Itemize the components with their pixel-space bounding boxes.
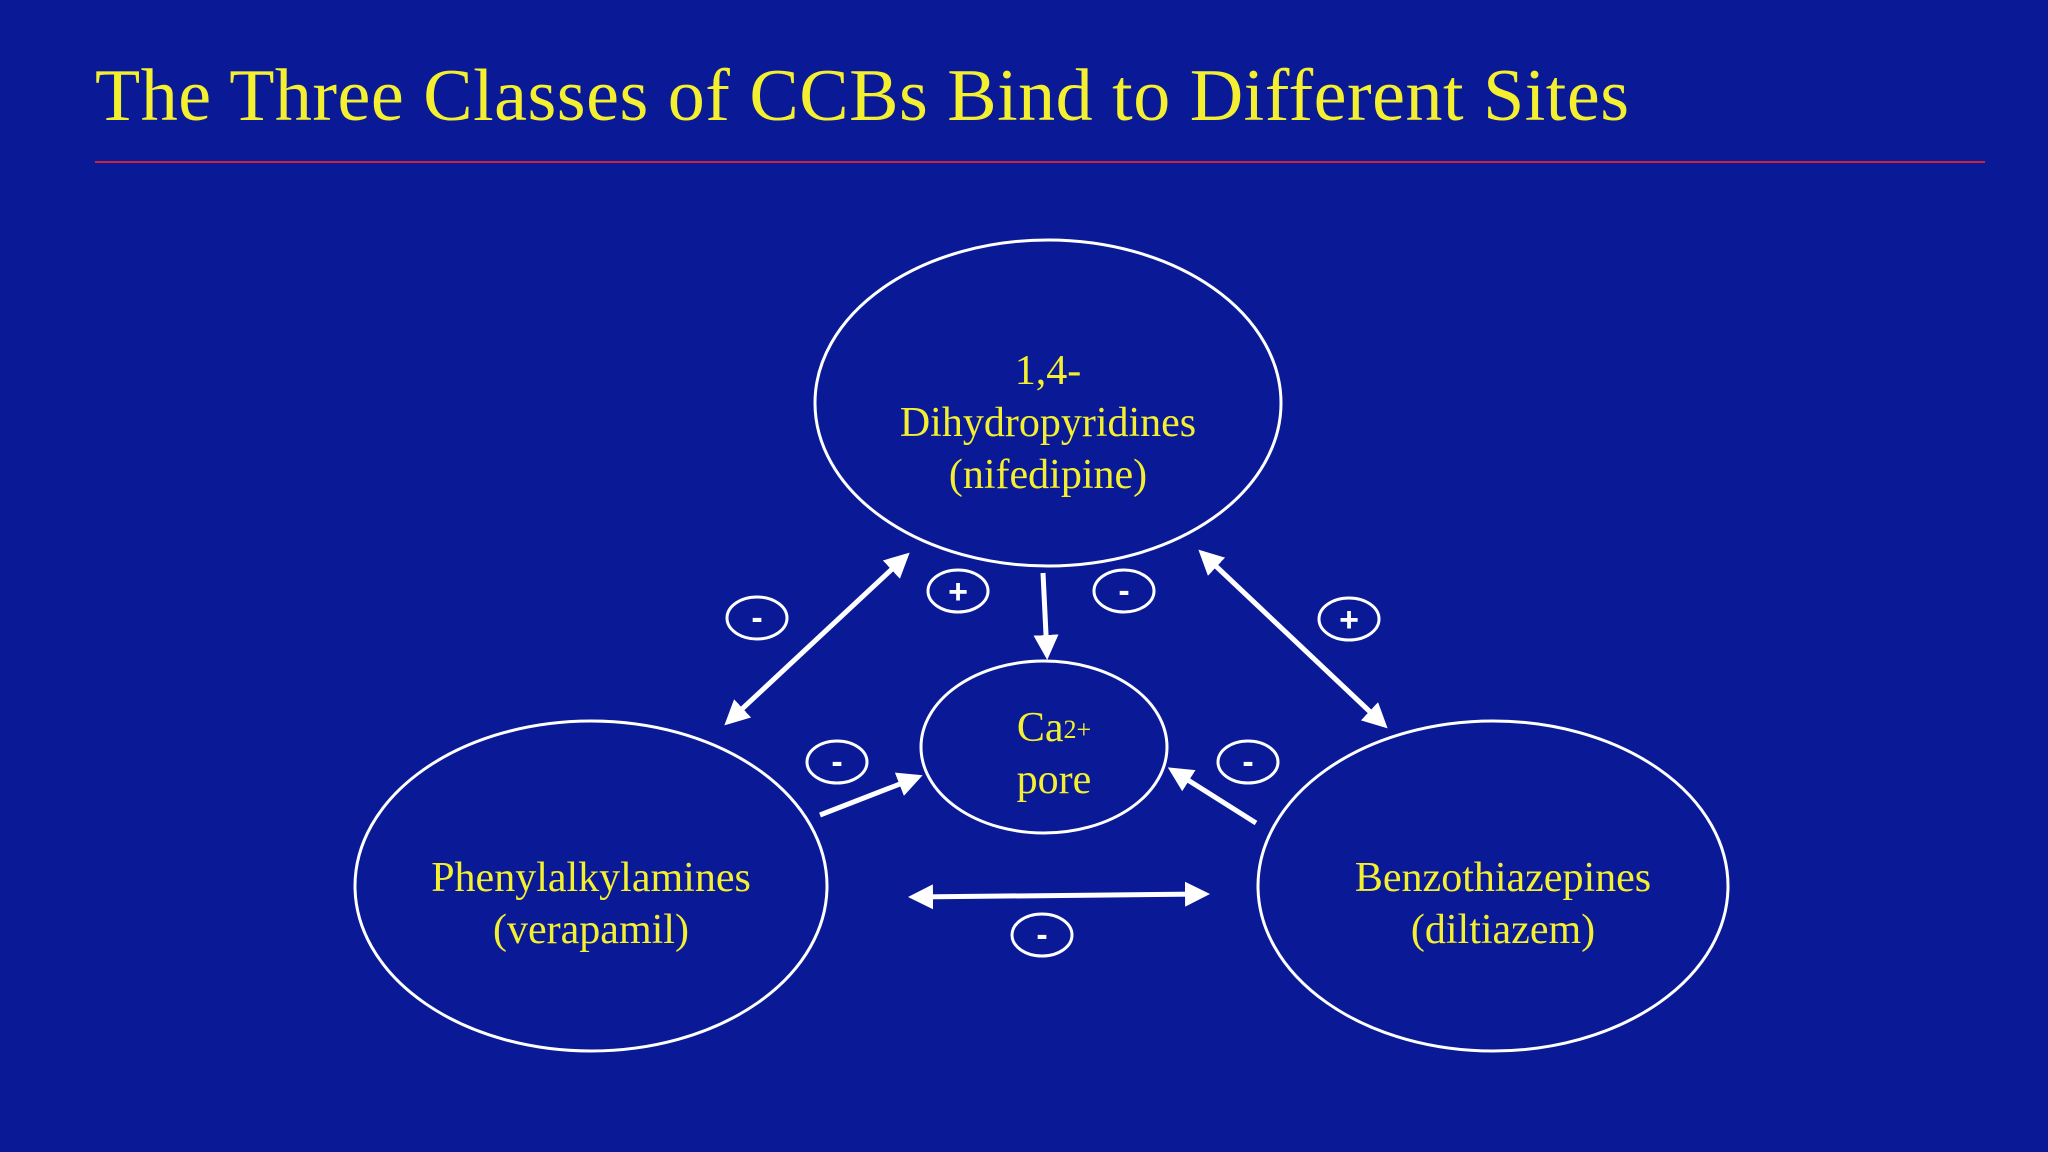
sign-phenyl-benzo: - (1036, 916, 1047, 954)
dihydropyridines-line3: (nifedipine) (948, 452, 1148, 498)
calcium-ion: Ca (1016, 705, 1064, 751)
calcium-pore-line2: pore (1016, 757, 1092, 803)
sign-badge-phenyl-pore: - (805, 739, 869, 785)
sign-dhp-benzo: + (1339, 601, 1359, 639)
phenylalkylamine-benzothiazepine-arrow (908, 881, 1210, 910)
phenylalkylamines-label: Phenylalkylamines (verapamil) (371, 852, 811, 956)
phenylalkylamines-line2: (verapamil) (493, 907, 689, 953)
benzothiazepines-circle (1256, 719, 1730, 1053)
sign-badge-dhp-benzo: + (1317, 596, 1381, 642)
title-divider (95, 161, 1985, 163)
benzothiazepines-line1: Benzothiazepines (1354, 855, 1652, 901)
dihydropyridines-label: 1,4- Dihydropyridines (nifedipine) (848, 345, 1248, 501)
dhp-benzothiazepine-arrow (1198, 549, 1388, 729)
calcium-pore-label: Ca2+ pore (944, 702, 1164, 806)
calcium-charge: 2+ (1063, 715, 1092, 744)
benzothiazepines-line2: (diltiazem) (1410, 907, 1596, 953)
benzothiazepine-pore-arrow (1167, 767, 1258, 826)
phenylalkylamines-line1: Phenylalkylamines (431, 855, 751, 901)
phenylalkylamine-pore-arrow (819, 772, 923, 818)
sign-badge-dhp-pore: + (926, 568, 990, 614)
sign-dhp-phenyl: - (751, 599, 762, 637)
sign-benzo-pore: - (1242, 743, 1253, 781)
sign-phenyl-pore: - (831, 743, 842, 781)
dihydropyridines-line2: Dihydropyridines (899, 400, 1197, 446)
phenylalkylamines-circle (353, 719, 829, 1053)
calcium-pore-line1: Ca2+ (944, 702, 1164, 754)
sign-dhp-pore-neg: - (1118, 572, 1129, 610)
sign-badge-dhp-pore-neg: - (1092, 568, 1156, 614)
dihydropyridines-circle (813, 238, 1283, 568)
sign-dhp-pore: + (948, 573, 968, 611)
dhp-pore-arrow (1033, 572, 1059, 660)
calcium-pore-circle (919, 659, 1169, 835)
sign-badge-benzo-pore: - (1216, 739, 1280, 785)
sign-badge-phenyl-benzo: - (1010, 912, 1074, 958)
dihydropyridines-line1: 1,4- (1014, 348, 1082, 394)
sign-badge-dhp-phenyl: - (725, 595, 789, 641)
benzothiazepines-label: Benzothiazepines (diltiazem) (1283, 852, 1723, 956)
slide-title: The Three Classes of CCBs Bind to Differ… (95, 55, 1630, 137)
dhp-phenylalkylamine-arrow (724, 552, 910, 726)
